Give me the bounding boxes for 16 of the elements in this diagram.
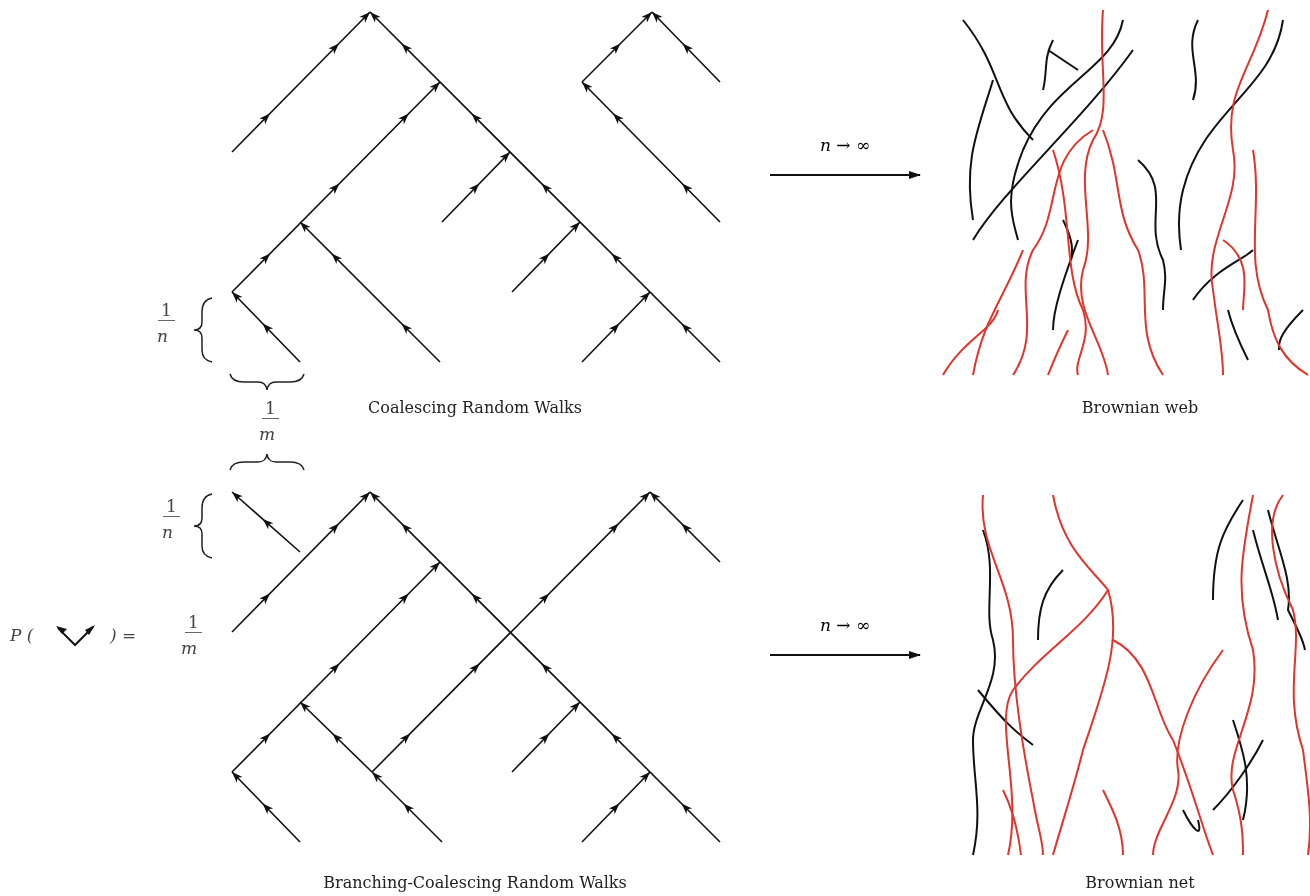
math-text: m <box>181 638 198 658</box>
math-text: n <box>162 522 173 542</box>
numerator: 1 <box>262 398 279 419</box>
numerator: 1 <box>163 496 180 517</box>
caption-text: Branching-Coalescing Random Walks <box>323 873 627 892</box>
math-text: P ( <box>10 625 34 645</box>
arrow <box>769 171 921 179</box>
numerator: 1 <box>158 300 175 321</box>
math-text: ) = <box>110 625 137 645</box>
arrow <box>769 651 921 659</box>
caption-text: Coalescing Random Walks <box>368 398 582 417</box>
caption-text: Brownian net <box>1085 873 1195 892</box>
numerator: 1 <box>185 612 202 633</box>
math-text: m <box>259 424 276 444</box>
math-text: n <box>157 326 168 346</box>
caption-text: Brownian web <box>1081 398 1199 417</box>
